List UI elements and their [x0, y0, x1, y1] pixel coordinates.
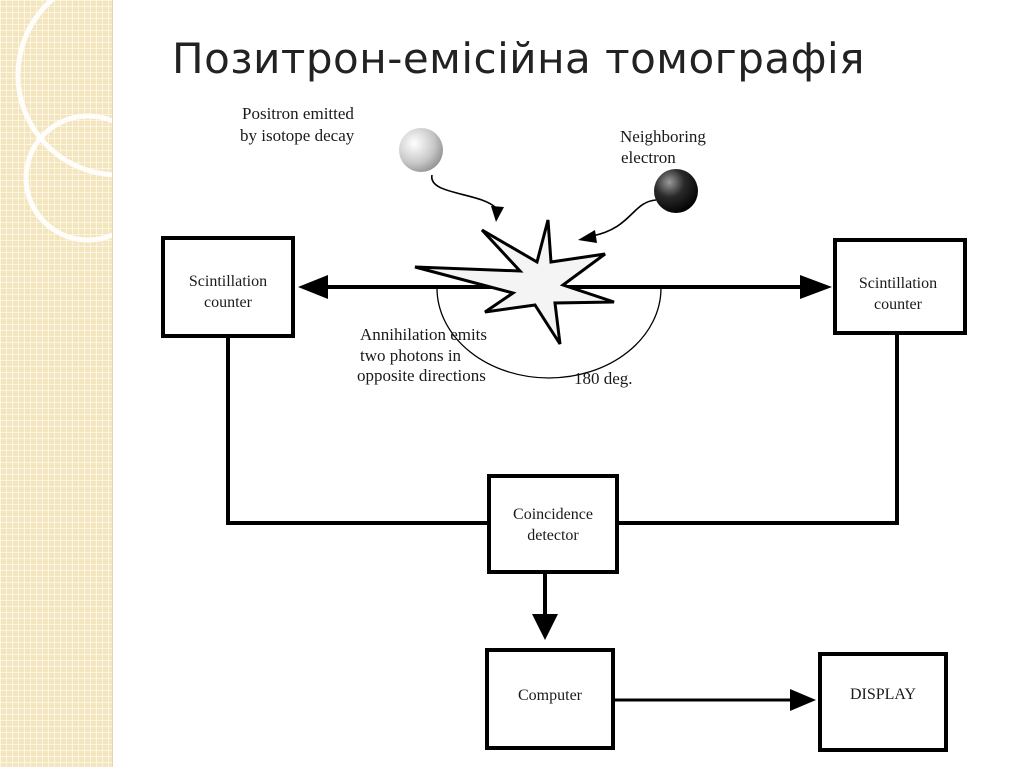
angle-arc	[436, 287, 662, 379]
left-counter-wire	[226, 336, 489, 525]
left-counter-label-line2: counter	[204, 294, 253, 311]
right-counter-label-line1: Scintillation	[859, 275, 937, 292]
positron-arrow-head	[491, 206, 504, 222]
right-scintillation-counter-box	[833, 238, 967, 335]
coincidence-detector-box	[487, 474, 619, 574]
annihilation-label-line3: opposite directions	[357, 366, 486, 385]
computer-label: Computer	[518, 687, 583, 704]
slide-title: Позитрон-емісійна томографія	[172, 34, 865, 83]
display-label: DISPLAY	[850, 686, 917, 703]
right-counter-wire	[617, 333, 899, 525]
positron-arrow	[431, 174, 497, 209]
left-scintillation-counter-box	[161, 236, 295, 338]
annihilation-label-line2: two photons in	[360, 346, 462, 365]
electron-arrow-head	[578, 230, 597, 243]
display-box	[818, 652, 948, 752]
electron-sphere-icon	[654, 169, 698, 213]
photon-arrow-left	[298, 275, 328, 299]
electron-label-line1: Neighboring	[620, 127, 706, 146]
computer-box	[485, 648, 615, 750]
decorative-sidebar	[0, 0, 221, 767]
positron-sphere-icon	[399, 128, 443, 172]
annihilation-burst-icon	[414, 219, 615, 345]
detector-to-computer-arrowhead	[532, 614, 558, 640]
right-counter-label-line2: counter	[874, 296, 923, 313]
positron-label-line2: by isotope decay	[240, 126, 355, 145]
coincidence-label-line2: detector	[527, 527, 579, 544]
annihilation-label-line1: Annihilation emits	[360, 325, 487, 344]
electron-arrow	[591, 199, 657, 237]
electron-label-line2: electron	[621, 148, 676, 167]
computer-to-display-arrowhead	[790, 689, 816, 711]
left-counter-label-line1: Scintillation	[189, 273, 267, 290]
angle-label: 180 deg.	[574, 369, 633, 388]
positron-label-line1: Positron emitted	[242, 104, 354, 123]
photon-arrow-right	[800, 275, 832, 299]
coincidence-label-line1: Coincidence	[513, 506, 593, 523]
